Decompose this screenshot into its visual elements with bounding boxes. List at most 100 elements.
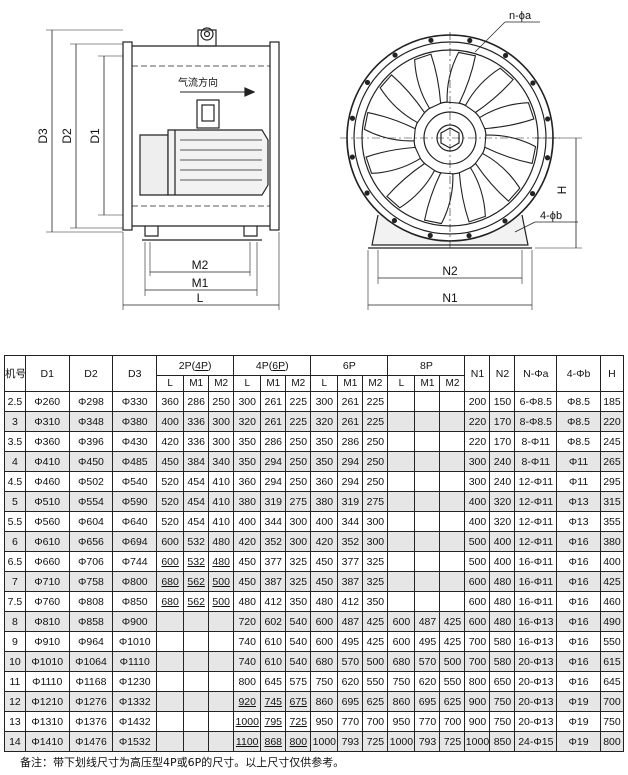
cell-n-phi-a: 12-Φ11 [514,531,558,552]
cell-model: 6.5 [4,551,26,572]
bolt-hole [364,79,371,86]
cell-p2-2 [208,691,235,712]
cell-n-phi-a: 16-Φ13 [514,631,558,652]
cell-p2-0: 360 [156,391,185,412]
header-model: 机号 [4,355,26,392]
front-view-drawing [340,21,582,310]
cell-p8-0 [387,491,416,512]
cell-4-phi-b: Φ19 [556,731,601,752]
cell-4-phi-b: Φ16 [556,651,601,672]
bolt-hole [391,217,398,224]
cell-p8-2 [439,511,466,532]
cell-p6-0: 480 [310,591,339,612]
cell-p4-0: 740 [233,651,262,672]
cell-p6-1: 352 [337,531,364,552]
cell-p4-1: 412 [260,591,287,612]
cell-n2: 650 [489,671,516,692]
cell-n1: 300 [464,451,491,472]
bolt-hole [364,190,370,196]
cell-4-phi-b: Φ16 [556,571,601,592]
cell-p6-2: 325 [362,571,389,592]
cell-p6-1: 570 [337,651,364,672]
cell-p6-2: 325 [362,551,389,572]
cell-p8-0 [387,411,416,432]
cell-d2: Φ758 [68,571,114,592]
cell-p2-0 [156,651,185,672]
cell-p6-0: 750 [310,671,339,692]
subheader-6p-m2: M2 [362,375,389,392]
cell-model: 5.5 [4,511,26,532]
cell-n-phi-a: 20-Φ13 [514,671,558,692]
subheader-4p-l: L [233,375,262,392]
cell-p4-1: 610 [260,631,287,652]
cell-p4-1: 344 [260,511,287,532]
cell-p2-1 [183,651,210,672]
cell-model: 3.5 [4,431,26,452]
cell-n2: 750 [489,711,516,732]
cell-p4-2: 225 [285,391,312,412]
subheader-2p-m2: M2 [208,375,235,392]
cell-p8-0 [387,511,416,532]
fan-blade [446,51,477,104]
fan-technical-drawing: D3 D2 D1 气流方向 M2 M1 L [36,10,582,310]
cell-p2-0: 420 [156,431,185,452]
cell-h: 800 [599,731,625,752]
bolt-hole [349,154,355,160]
cell-p8-1 [414,571,441,592]
fan-blade [464,67,514,114]
cell-d2: Φ554 [68,491,114,512]
subheader-6p-m1: M1 [337,375,364,392]
cell-d3: Φ330 [112,391,158,412]
header-4p: 4P(6P) [233,355,312,376]
cell-p8-0 [387,431,416,452]
cell-p4-2: 300 [285,531,312,552]
cell-d2: Φ450 [68,451,114,472]
cell-n1: 400 [464,491,491,512]
cell-4-phi-b: Φ8.5 [556,431,601,452]
cell-n2: 580 [489,631,516,652]
cell-n1: 1000 [464,731,491,752]
cell-p2-0 [156,671,185,692]
cell-h: 400 [599,551,625,572]
cell-p8-2: 700 [439,711,466,732]
cell-p4-2: 800 [285,731,312,752]
cell-p6-2: 725 [362,731,389,752]
cell-d2: Φ396 [68,431,114,452]
cell-p4-2: 250 [285,451,312,472]
cell-h: 490 [599,611,625,632]
cell-d3: Φ640 [112,511,158,532]
cell-p6-1: 487 [337,611,364,632]
cell-4-phi-b: Φ19 [556,691,601,712]
cell-d1: Φ1410 [24,731,70,752]
cell-h: 355 [599,511,625,532]
cell-p2-2: 250 [208,391,235,412]
cell-p4-2: 325 [285,551,312,572]
bolt-hole [466,233,472,239]
cell-p2-1 [183,731,210,752]
cell-n-phi-a: 12-Φ11 [514,491,558,512]
cell-p6-2: 550 [362,671,389,692]
cell-d3: Φ694 [112,531,158,552]
cell-p6-0: 400 [310,511,339,532]
cell-p8-1: 570 [414,651,441,672]
header-n-phi-a: N-Φa [514,355,558,392]
cell-p6-0: 350 [310,451,339,472]
cell-p2-1: 532 [183,551,210,572]
cell-d3: Φ1432 [112,711,158,732]
cell-d2: Φ706 [68,551,114,572]
subheader-2p-l: L [156,375,185,392]
cell-p8-0 [387,471,416,492]
cell-h: 265 [599,451,625,472]
cell-p2-2 [208,711,235,732]
cell-p6-2: 225 [362,391,389,412]
cell-p8-2: 725 [439,731,466,752]
cell-d3: Φ485 [112,451,158,472]
cell-p2-0: 600 [156,531,185,552]
cell-p6-2: 300 [362,531,389,552]
cell-p6-2: 250 [362,471,389,492]
cell-n-phi-a: 8-Φ11 [514,431,558,452]
cell-p6-0: 1000 [310,731,339,752]
cell-p6-2: 350 [362,591,389,612]
